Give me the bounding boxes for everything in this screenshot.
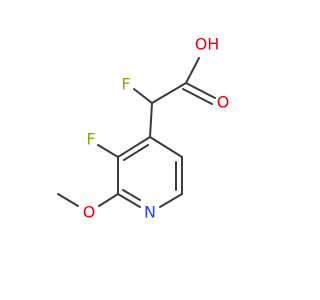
- bond-c3-f: [97, 144, 119, 158]
- bond-c6-n: [159, 193, 183, 208]
- molecule-diagram: OH O F F N O: [57, 35, 230, 222]
- bond-c4-c3: [117, 136, 151, 158]
- bond-alpha-ring: [149, 102, 153, 138]
- bond-carboxyl-alpha: [151, 82, 187, 104]
- bond-n-c2-inner: [122, 189, 141, 201]
- molecule-structure: OH O F F N O: [57, 35, 230, 222]
- methoxy-oxygen-label: O: [83, 203, 96, 222]
- carbonyl-oxygen-label: O: [217, 93, 230, 112]
- atom-labels: OH O F F N O: [83, 35, 230, 222]
- bond-c2-o: [98, 193, 119, 207]
- ring-nitrogen-label: N: [144, 203, 156, 222]
- bond-n-c2: [117, 193, 141, 208]
- bond-c-oh: [185, 57, 200, 84]
- ring-fluorine-label: F: [86, 130, 95, 149]
- bond-o-methyl: [57, 193, 79, 207]
- hydroxyl-label: OH: [195, 35, 220, 54]
- bond-c4-c5: [149, 136, 183, 158]
- bond-c4-c3-inner: [123, 144, 149, 161]
- bonds: [57, 57, 216, 208]
- bond-c-o-double-a: [185, 82, 216, 99]
- alpha-fluorine-label: F: [121, 75, 130, 94]
- bond-alpha-f: [133, 88, 153, 104]
- bond-c-o-double-b: [182, 88, 213, 105]
